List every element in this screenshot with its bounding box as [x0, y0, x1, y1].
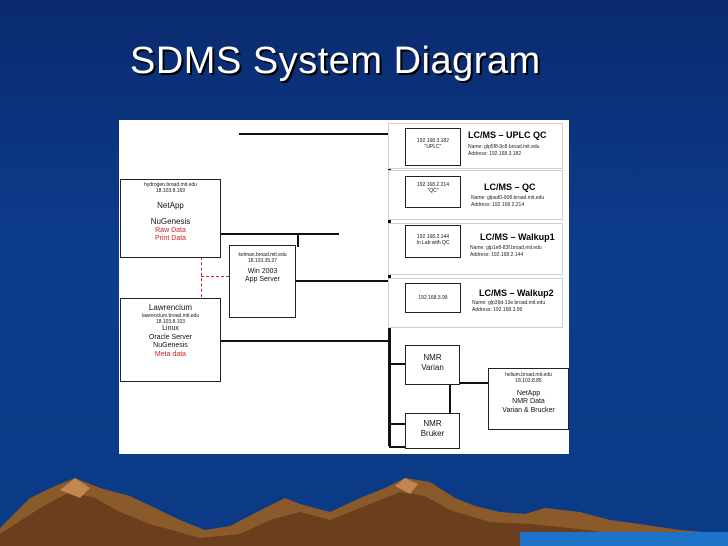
connector-line [239, 133, 389, 135]
kelman-os: Win 2003 [247, 267, 278, 275]
instrument-title: LC/MS – Walkup2 [479, 288, 554, 298]
lawrencium-ip: 18.103.8.103 [155, 318, 186, 325]
connector-line [389, 363, 405, 365]
nmr-varian-line1: NMR [423, 353, 442, 362]
lawrencium-meta-data: Meta data [154, 350, 187, 358]
instrument-ip: 192.168.2.144 [417, 234, 449, 240]
instrument-note: "QC" [427, 188, 439, 195]
hydrogen-software: NuGenesis [150, 217, 191, 227]
lawrencium-host: lawrencium.broad.mit.edu [141, 312, 200, 319]
instrument-address: Address: 192.168.3.99 [472, 307, 523, 313]
hydrogen-server-box: hydrogen.broad.mit.edu 18.103.8.169 NetA… [120, 179, 221, 258]
nmr-varian-box: NMR Varian [405, 345, 460, 385]
helium-app: NetApp [516, 389, 541, 397]
connector-line [221, 340, 389, 342]
instrument-pc-walkup1: 192.168.2.144 In Lab with QC [405, 225, 461, 258]
helium-data: NMR Data [512, 398, 545, 406]
kelman-host: kelman.broad.mit.edu [238, 252, 287, 258]
slide-title: SDMS System Diagram [130, 40, 541, 82]
mountain-landscape [0, 468, 728, 546]
helium-ip: 18.103.8.85 [515, 378, 542, 385]
nmr-bruker-line2: Bruker [420, 428, 445, 438]
hydrogen-ip: 18.103.8.169 [155, 188, 186, 195]
lawrencium-name: Lawrencium [148, 303, 193, 312]
nmr-bruker-box: NMR Bruker [405, 413, 460, 449]
instrument-pc-uplc: 192.168.3.182 "UPLC" [405, 128, 461, 166]
instrument-ip: 192.168.2.214 [417, 182, 449, 188]
hydrogen-host: hydrogen.broad.mit.edu [144, 182, 197, 188]
dashed-link [201, 276, 229, 278]
helium-desc: Varian & Brucker [502, 406, 555, 414]
instrument-title: LC/MS – Walkup1 [480, 232, 555, 242]
instrument-title: LC/MS – QC [484, 182, 536, 192]
instrument-note: In Lab with QC [416, 240, 450, 247]
lawrencium-os: Linux [162, 325, 179, 333]
instrument-note: "UPLC" [424, 144, 442, 151]
lawrencium-db: Oracle Server [148, 333, 193, 341]
system-diagram: hydrogen.broad.mit.edu 18.103.8.169 NetA… [119, 120, 569, 454]
instrument-ip: 192.168.3.182 [417, 138, 449, 144]
hydrogen-app: NetApp [157, 200, 184, 210]
instrument-address: Address: 192.168.2.144 [470, 252, 524, 258]
connector-line [221, 233, 339, 235]
instrument-name: Name: glp5f8-9c8.broad.mit.edu [468, 144, 540, 150]
instrument-name: Name: glpad0-908.broad.mit.edu [471, 195, 545, 201]
instrument-name: Name: glp1e8-83f.broad.mit.edu [470, 245, 542, 251]
instrument-address: Address: 192.168.2.214 [471, 202, 525, 208]
hydrogen-print-data: Print Data [154, 235, 187, 243]
kelman-server-box: kelman.broad.mit.edu 18.103.35.27 Win 20… [229, 245, 296, 318]
lawrencium-software: NuGenesis [153, 342, 188, 350]
nmr-bruker-line1: NMR [423, 419, 442, 428]
instrument-address: Address: 192.168.3.182 [468, 151, 522, 157]
hydrogen-raw-data: Raw Data [155, 226, 186, 234]
helium-host: helium.broad.mit.edu [505, 372, 552, 378]
connector-line [389, 423, 405, 425]
connector-line [449, 382, 489, 384]
nmr-varian-line2: Varian [421, 362, 444, 372]
kelman-role: App Server [244, 276, 281, 284]
connector-line [297, 233, 299, 247]
kelman-ip: 18.103.35.27 [247, 258, 278, 265]
instrument-name: Name: glp39d-13e.broad.mit.edu [472, 300, 546, 306]
instrument-pc-qc: 192.168.2.214 "QC" [405, 176, 461, 208]
dashed-link [201, 257, 203, 297]
helium-server-box: helium.broad.mit.edu 18.103.8.85 NetApp … [488, 368, 569, 430]
lawrencium-server-box: Lawrencium lawrencium.broad.mit.edu 18.1… [120, 298, 221, 382]
instrument-title: LC/MS – UPLC QC [468, 130, 547, 140]
instrument-ip: 192.168.3.99 [418, 295, 448, 301]
connector-line [295, 280, 389, 282]
instrument-pc-walkup2: 192.168.3.99 [405, 283, 461, 313]
